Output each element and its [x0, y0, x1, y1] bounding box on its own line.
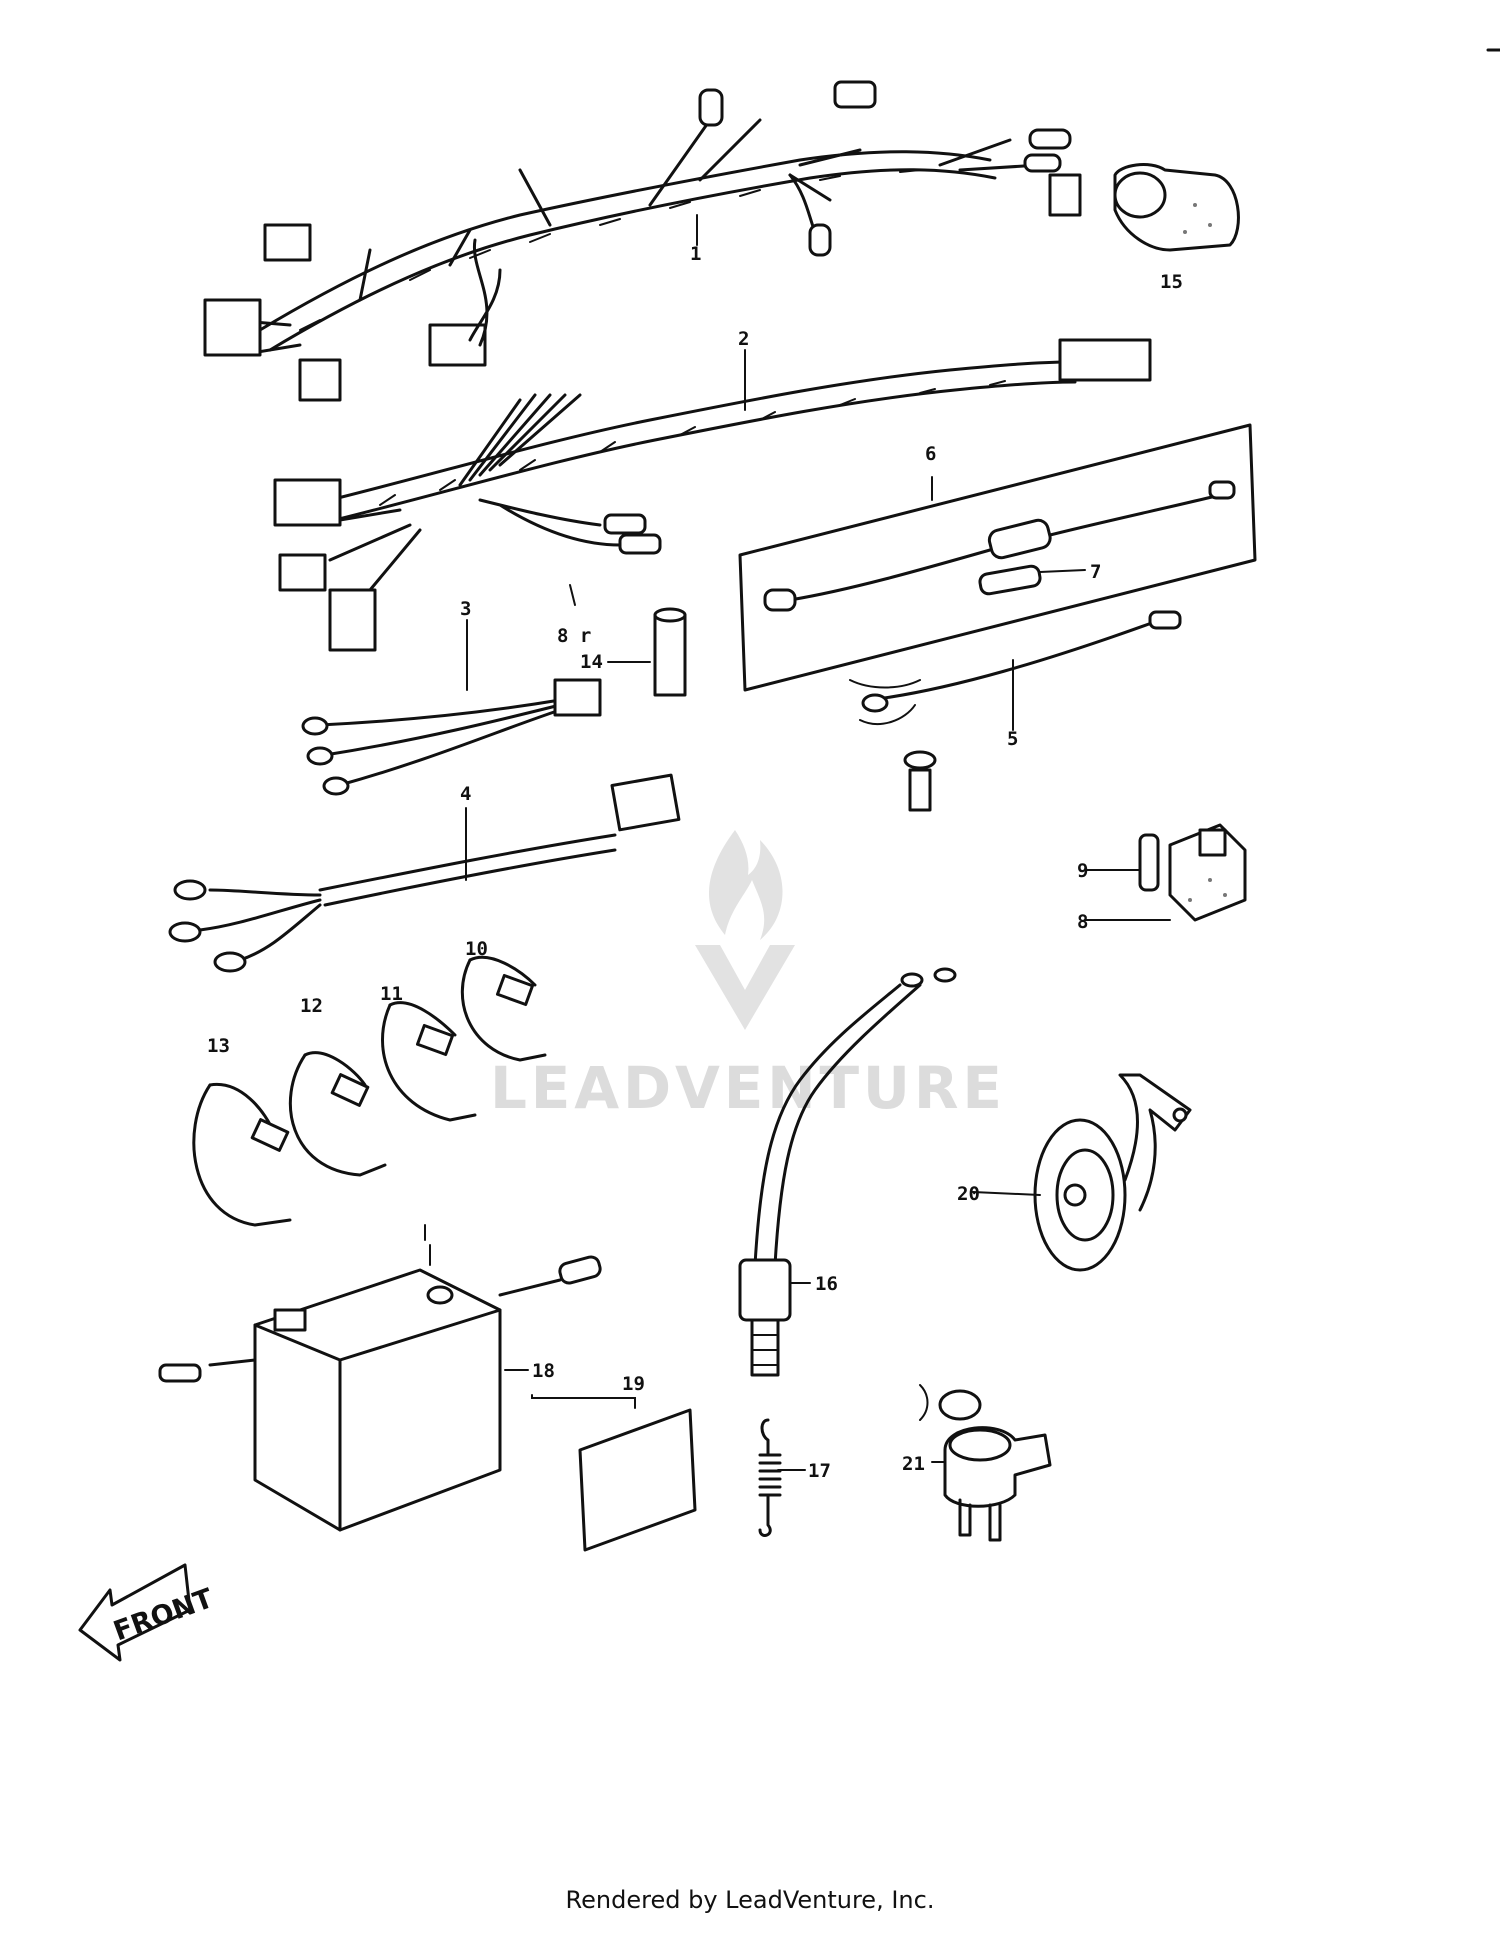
callout-16: 16 [815, 1273, 838, 1295]
part-1-main-harness[interactable] [203, 80, 1082, 402]
part-9-fuse[interactable] [1138, 833, 1160, 892]
part-15-cap[interactable] [1113, 163, 1240, 252]
part-21-key-switch[interactable] [919, 1384, 1052, 1542]
footer-credit: Rendered by LeadVenture, Inc. [565, 1886, 935, 1914]
callout-8: 8 [1077, 911, 1088, 933]
part-13-band[interactable] [192, 1083, 292, 1227]
part-19-pad[interactable] [578, 1408, 697, 1552]
part-14-tube[interactable] [653, 607, 687, 697]
callout-5: 5 [1007, 728, 1018, 750]
callout-19: 19 [622, 1373, 645, 1395]
part-12-band[interactable] [289, 1051, 387, 1177]
callout-9: 9 [1077, 860, 1088, 882]
callout-2: 2 [738, 328, 749, 350]
part-2-sub-harness[interactable] [273, 338, 1152, 652]
part-17-spring[interactable] [758, 1418, 782, 1537]
part-5-lead-wire[interactable] [849, 610, 1182, 812]
callout-4: 4 [460, 783, 471, 805]
part-16-switch[interactable] [738, 967, 957, 1377]
callout-15: 15 [1160, 271, 1183, 293]
part-20-horn[interactable] [1033, 1073, 1192, 1272]
leader-lines [465, 214, 1171, 1471]
callout-10: 10 [465, 938, 488, 960]
front-direction-arrow: FRONT [78, 1563, 218, 1662]
callout-13: 13 [207, 1035, 230, 1057]
watermark: LEADVENTURE [490, 830, 1010, 1122]
callout-21: 21 [902, 1453, 925, 1475]
callout-6: 6 [925, 443, 936, 465]
callout-11: 11 [380, 983, 403, 1005]
part-3-wire-lead[interactable] [301, 678, 602, 796]
callout-3: 3 [460, 598, 471, 620]
callout-12: 12 [300, 995, 323, 1017]
part-6-fuse-holder-panel[interactable] [738, 423, 1257, 692]
watermark-text: LEADVENTURE [490, 1054, 1010, 1122]
callout-17: 17 [808, 1460, 831, 1482]
callout-1: 1 [690, 243, 701, 265]
part-11-band[interactable] [381, 1001, 477, 1122]
part-4-lead-cable[interactable] [168, 773, 681, 973]
part-18-battery[interactable] [158, 1224, 602, 1532]
callout-14: 14 [580, 651, 603, 673]
callout-7: 7 [1090, 561, 1101, 583]
callout-20: 20 [957, 1183, 980, 1205]
callout-18: 18 [532, 1360, 555, 1382]
part-10-band[interactable] [460, 955, 547, 1062]
callout-8r: 8 r [557, 625, 591, 647]
part-8-relay[interactable] [1168, 823, 1247, 922]
callouts: 1 2 3 4 5 6 7 8 8 r 9 10 11 12 13 14 15 … [207, 243, 1183, 1482]
